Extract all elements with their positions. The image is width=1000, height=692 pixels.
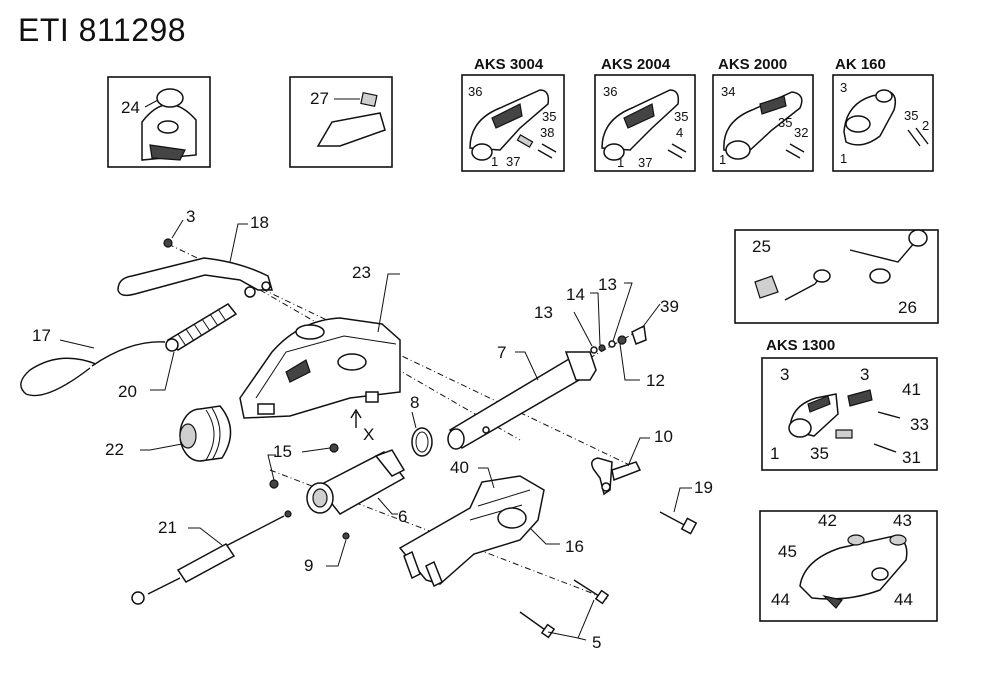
part-9-pin [342,532,350,540]
part-18-handbrake-lever [117,257,273,298]
callout-aks2004-37: 37 [638,155,652,170]
callout-20: 20 [118,382,137,401]
callout-44b: 44 [894,590,913,609]
callout-aks1300-1: 1 [770,444,779,463]
callout-aks1300-31: 31 [902,448,921,467]
part-40-frame [398,475,545,588]
part-39-plug [631,324,647,345]
part-7-drawbar-tube [447,351,597,450]
panel-label-aks3004: AKS 3004 [474,56,544,73]
callout-13a: 13 [534,303,553,322]
inset-42-45 [759,510,938,622]
callout-21: 21 [158,518,177,537]
part-13-washer-a [590,346,598,354]
callout-23: 23 [352,263,371,282]
callout-45: 45 [778,542,797,561]
callout-42: 42 [818,511,837,530]
part-23-cover [239,317,401,419]
inset-24 [107,76,211,168]
part-21-shock-absorber [131,510,292,605]
callout-6: 6 [398,507,407,526]
inset-aks3004 [461,74,565,172]
callout-aks2004-1: 1 [617,155,624,170]
callout-aks2000-35: 35 [778,115,792,130]
callout-26: 26 [898,298,917,317]
callout-3: 3 [186,207,195,226]
part-3-nut [163,238,173,248]
callout-10: 10 [654,427,673,446]
callout-aks2004-4: 4 [676,125,683,140]
callout-5: 5 [592,633,601,652]
callout-aks1300-3b: 3 [860,365,869,384]
part-14-washer [598,344,606,352]
callout-44a: 44 [771,590,790,609]
callout-8: 8 [410,393,419,412]
part-6-damper-housing [306,449,406,515]
callout-27: 27 [310,89,329,108]
callout-12: 12 [646,371,665,390]
callout-aks2000-1: 1 [719,152,726,167]
callout-14: 14 [566,285,585,304]
direction-arrow-x [350,408,362,428]
panel-label-ak160: AK 160 [835,56,886,73]
callout-9: 9 [304,556,313,575]
callout-aks2000-32: 32 [794,125,808,140]
callout-aks3004-1: 1 [491,154,498,169]
callout-13b: 13 [598,275,617,294]
callout-15: 15 [273,442,292,461]
callout-18: 18 [250,213,269,232]
part-10-bracket [591,457,642,496]
part-22-bellows [179,405,232,462]
callout-19: 19 [694,478,713,497]
inset-aks2004 [594,74,696,172]
callout-40: 40 [450,458,469,477]
inset-27 [289,76,393,168]
callout-aks1300-33: 33 [910,415,929,434]
part-12-nut [617,335,627,345]
callout-39: 39 [660,297,679,316]
callout-aks2004-35: 35 [674,109,688,124]
callout-ak160-3: 3 [840,80,847,95]
callout-24: 24 [121,98,140,117]
part-5-bolts [519,579,610,639]
callout-aks3004-37: 37 [506,154,520,169]
inset-ak160 [832,74,934,172]
inset-25-26 [734,229,939,324]
panel-label-aks2000: AKS 2000 [718,56,788,73]
callout-aks1300-41: 41 [902,380,921,399]
callout-16: 16 [565,537,584,556]
callout-ak160-1: 1 [840,151,847,166]
panel-label-aks2004: AKS 2004 [601,56,671,73]
callout-x: X [363,425,374,444]
callout-ak160-2: 2 [922,118,929,133]
part-8-ring [411,427,433,457]
callout-aks2004-36: 36 [603,84,617,99]
part-17-cable [20,341,166,397]
callout-aks1300-35: 35 [810,444,829,463]
callout-25: 25 [752,237,771,256]
callout-aks3004-38: 38 [540,125,554,140]
callout-aks3004-36: 36 [468,84,482,99]
inset-aks2000 [712,74,814,172]
callout-aks3004-35: 35 [542,109,556,124]
callout-aks1300-3a: 3 [780,365,789,384]
callout-17: 17 [32,326,51,345]
callout-22: 22 [105,440,124,459]
panel-label-aks1300: AKS 1300 [766,337,836,354]
part-13-washer-b [608,340,616,348]
part-15-nut-b [269,479,279,489]
page-title: ETI 811298 [18,12,187,48]
callout-aks2000-34: 34 [721,84,735,99]
callout-7: 7 [497,343,506,362]
inset-aks1300 [761,357,938,471]
part-20-spring-cylinder [165,303,238,352]
part-19-bolt [659,511,698,535]
callout-ak160-35: 35 [904,108,918,123]
callout-43: 43 [893,511,912,530]
part-15-nut-a [329,443,339,453]
